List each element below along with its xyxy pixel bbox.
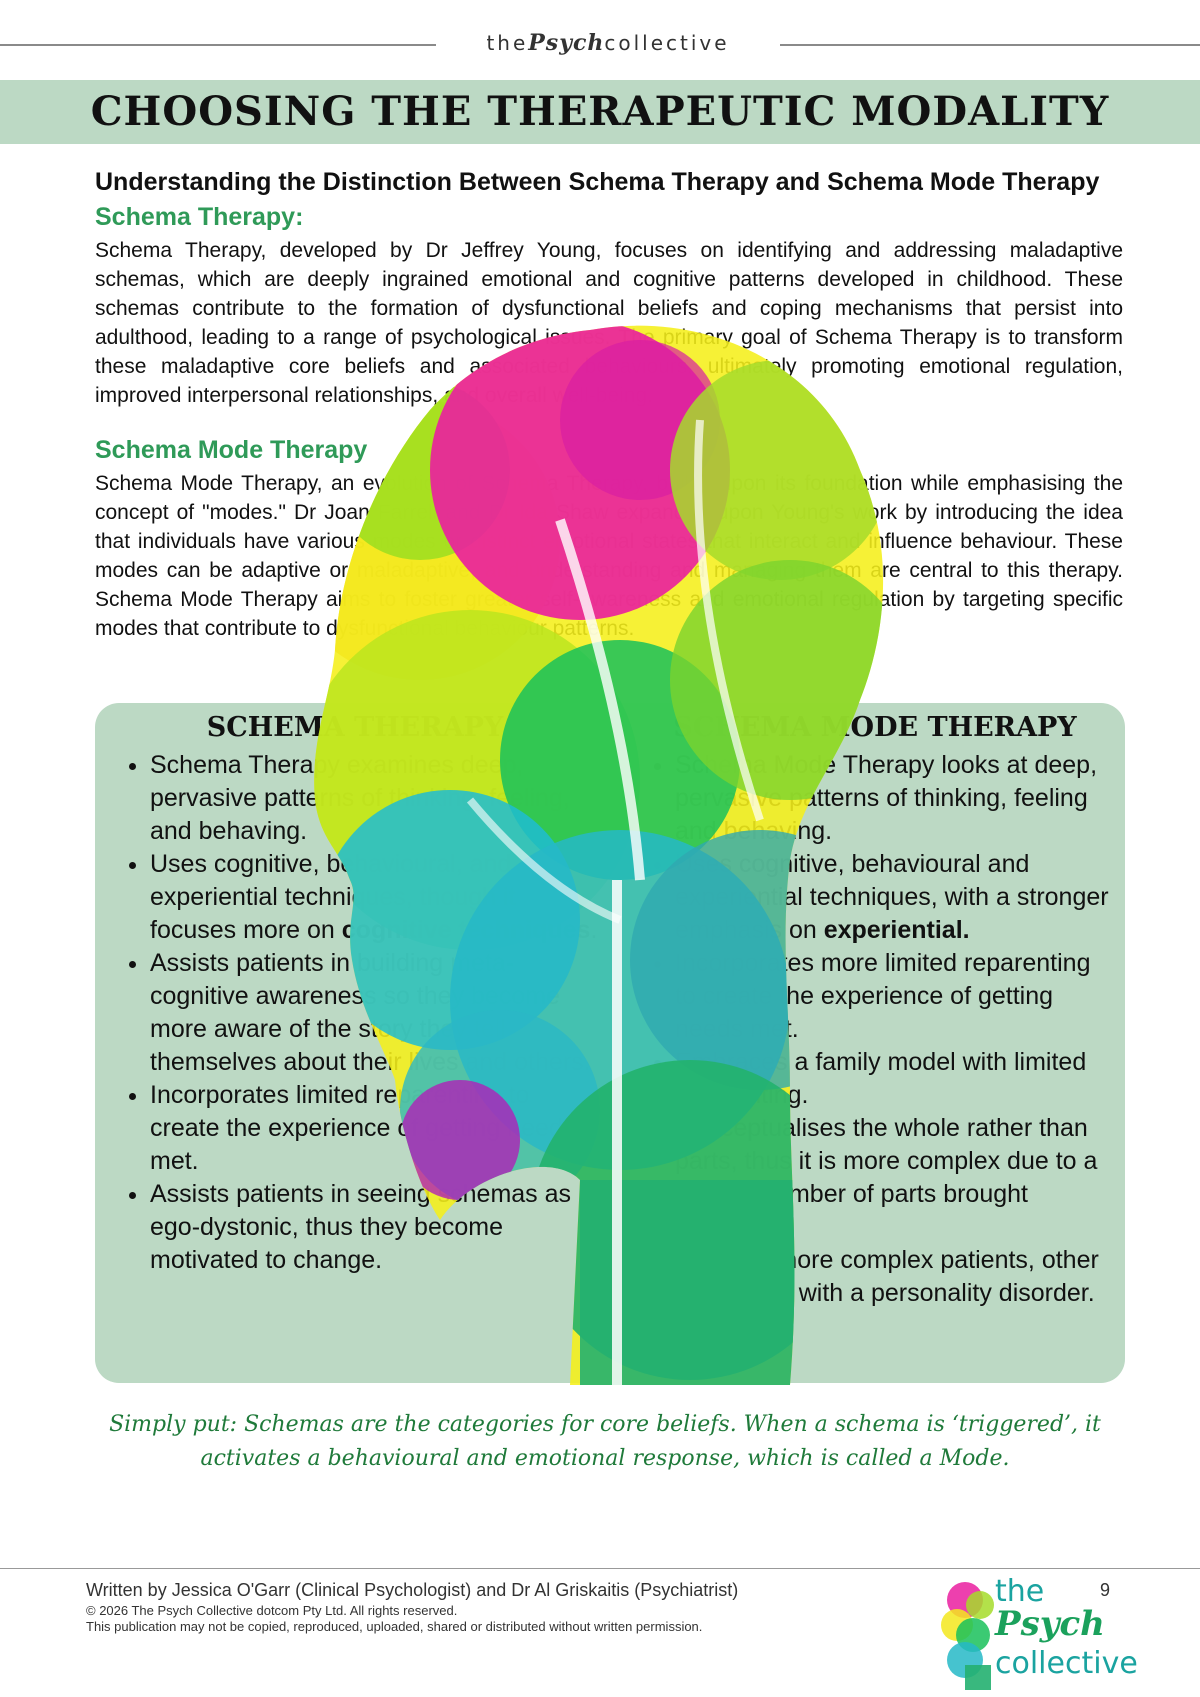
footer-copyright: © 2026 The Psych Collective dotcom Pty L… (86, 1603, 458, 1618)
schema-therapy-heading: Schema Therapy: (95, 203, 304, 231)
divider (780, 44, 1200, 46)
list-item: Used for more complex patients, other th… (675, 1244, 1115, 1310)
page-number: 9 (1100, 1580, 1111, 1600)
footer-credit: Written by Jessica O'Garr (Clinical Psyc… (86, 1580, 739, 1600)
list-item: Incorporates more limited reparenting to… (675, 947, 1115, 1046)
brand-header: thePsychcollective (0, 30, 1200, 60)
schema-therapy-body: Schema Therapy, developed by Dr Jeffrey … (95, 239, 1123, 407)
list-item: Schema Mode Therapy looks at deep, perva… (675, 749, 1115, 848)
subheading: Understanding the Distinction Between Sc… (95, 168, 1100, 196)
schema-mode-therapy-column: SCHEMA MODE THERAPY Schema Mode Therapy … (635, 712, 1115, 1310)
footer-divider (0, 1568, 1200, 1569)
brand-prefix: the (486, 31, 529, 55)
schema-therapy-column: SCHEMA THERAPY Schema Therapy examines d… (110, 712, 600, 1277)
list-item: Uses cognitive, behavioural and experien… (675, 848, 1115, 947)
schema-mode-therapy-body: Schema Mode Therapy, an evolution of Sch… (95, 472, 1123, 640)
list-item-emphasis: experiential. (823, 916, 970, 944)
list-item-emphasis: cognitive techniques (341, 916, 591, 944)
brand-suffix: collective (604, 31, 730, 55)
logo-word-psych: Psych (995, 1604, 1105, 1644)
list-item: Schema Therapy examines deep, pervasive … (150, 749, 600, 848)
column-title: SCHEMA THERAPY (206, 712, 504, 743)
brand-wordmark: thePsychcollective (436, 30, 780, 56)
page-title: CHOOSING THE THERAPEUTIC MODALITY (90, 88, 1110, 135)
brand-script: Psych (528, 30, 605, 56)
summary-note: Simply put: Schemas are the categories f… (109, 1412, 1101, 1471)
schema-mode-therapy-heading: Schema Mode Therapy (95, 436, 368, 464)
list-item: Assists patients in seeing schemas as eg… (150, 1178, 600, 1277)
footer-rights: This publication may not be copied, repr… (86, 1619, 703, 1634)
divider (0, 44, 436, 46)
column-title: SCHEMA MODE THERAPY (673, 712, 1077, 743)
head-logo-icon (941, 1582, 994, 1690)
list-item: Embraces a family model with limited rep… (675, 1046, 1115, 1112)
bullet-list: Schema Therapy examines deep, pervasive … (110, 749, 600, 1277)
logo-word-the: the (995, 1574, 1045, 1609)
list-item: Conceptualises the whole rather than par… (675, 1112, 1115, 1244)
title-band (0, 80, 1200, 144)
list-item-text: . (590, 916, 598, 944)
list-item: Uses cognitive, behavioural, and experie… (150, 848, 600, 947)
list-item: Incorporates limited reparenting to crea… (150, 1079, 600, 1178)
bullet-list: Schema Mode Therapy looks at deep, perva… (635, 749, 1115, 1310)
logo-word-collective: collective (995, 1646, 1138, 1681)
list-item: Assists patients in building meta-cognit… (150, 947, 600, 1079)
